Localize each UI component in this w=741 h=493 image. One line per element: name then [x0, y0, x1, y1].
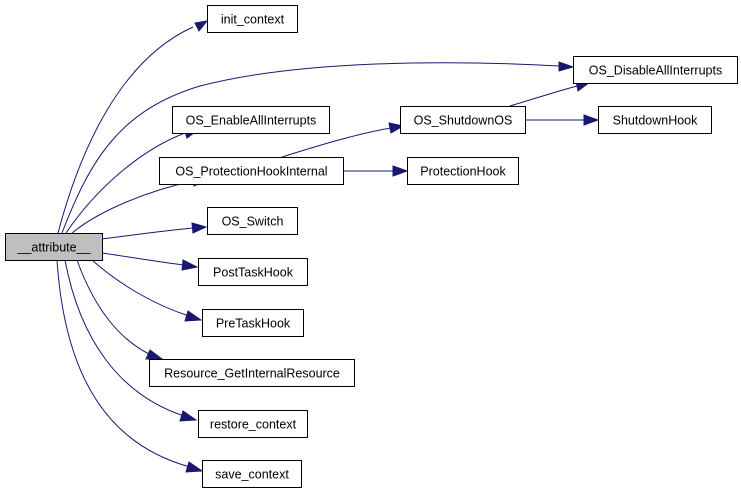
edge-attribute-to-pre-task-hook — [91, 259, 203, 322]
node-label: OS_DisableAllInterrupts — [589, 64, 722, 78]
node-label: OS_ShutdownOS — [414, 114, 513, 128]
edge-arrowhead — [388, 122, 405, 134]
edge-arrowhead — [179, 410, 198, 422]
edge-line — [91, 259, 190, 317]
call-graph-nodes: __attribute__ init_contextOS_DisableAllIn… — [5, 5, 738, 488]
node-post-task-hook[interactable]: PostTaskHook — [198, 258, 308, 286]
edge-attribute-to-os-switch — [101, 222, 208, 240]
node-init-context[interactable]: init_context — [207, 5, 298, 33]
edge-arrowhead — [392, 165, 409, 177]
call-graph-edges — [56, 20, 600, 473]
edge-line — [56, 259, 191, 468]
node-box — [207, 5, 298, 33]
edge-line — [281, 127, 392, 158]
edge-attribute-to-save-context — [56, 259, 204, 473]
node-os-protection-hook-internal[interactable]: OS_ProtectionHookInternal — [159, 157, 344, 185]
node-box — [172, 106, 330, 134]
node-os-switch[interactable]: OS_Switch — [207, 207, 298, 235]
edge-attribute-to-restore-context — [64, 259, 198, 422]
edge-arrowhead — [558, 61, 575, 72]
edge-line — [509, 85, 578, 107]
node-label: ShutdownHook — [613, 114, 699, 128]
node-save-context[interactable]: save_context — [202, 460, 302, 488]
edge-line — [101, 252, 185, 266]
edge-line — [57, 26, 194, 234]
node-label: save_context — [215, 468, 289, 482]
node-pre-task-hook[interactable]: PreTaskHook — [202, 309, 304, 337]
edge-line — [61, 62, 560, 234]
node-label: OS_Switch — [222, 215, 284, 229]
edge-arrowhead — [194, 20, 209, 32]
node-protection-hook[interactable]: ProtectionHook — [407, 157, 519, 185]
node-box — [198, 258, 308, 286]
edge-line — [65, 132, 186, 234]
node-box — [207, 207, 298, 235]
edge-line — [76, 259, 152, 356]
edge-arrowhead — [145, 349, 164, 360]
edge-os-protection-hook-internal-to-os-shutdown-os — [281, 122, 405, 158]
edge-line — [64, 259, 185, 417]
node-shutdown-hook[interactable]: ShutdownHook — [598, 106, 712, 134]
node-label: init_context — [221, 13, 285, 27]
edge-arrowhead — [583, 114, 600, 126]
node-label: OS_EnableAllInterrupts — [186, 114, 317, 128]
node-restore-context[interactable]: restore_context — [198, 410, 308, 438]
node-box — [159, 157, 344, 185]
node-box — [5, 233, 103, 261]
node-box — [400, 106, 526, 134]
edge-os-shutdown-os-to-shutdown-hook — [525, 114, 600, 126]
node-box — [598, 106, 712, 134]
node-os-enable-all-interrupts[interactable]: OS_EnableAllInterrupts — [172, 106, 330, 134]
edge-attribute-to-init-context — [57, 20, 209, 234]
node-os-shutdown-os[interactable]: OS_ShutdownOS — [400, 106, 526, 134]
node-box — [202, 460, 302, 488]
node-box — [202, 309, 304, 337]
node-box — [198, 410, 308, 438]
node-label: Resource_GetInternalResource — [164, 367, 340, 381]
edge-line — [71, 180, 195, 234]
node-os-disable-all-interrupts[interactable]: OS_DisableAllInterrupts — [573, 56, 738, 84]
node-label: ProtectionHook — [420, 165, 506, 179]
edge-attribute-to-os-disable-all-interrupts — [61, 61, 575, 234]
node-label: __attribute__ — [17, 241, 92, 255]
node-attribute[interactable]: __attribute__ — [5, 233, 103, 261]
node-label: PostTaskHook — [213, 266, 294, 280]
edge-os-protection-hook-internal-to-protection-hook — [343, 165, 409, 177]
node-box — [573, 56, 738, 84]
edge-attribute-to-post-task-hook — [101, 252, 199, 271]
edge-line — [101, 227, 194, 240]
node-box — [407, 157, 519, 185]
edge-arrowhead — [191, 222, 208, 234]
node-resource-get-internal-resource[interactable]: Resource_GetInternalResource — [149, 359, 355, 387]
node-label: restore_context — [210, 418, 297, 432]
node-label: PreTaskHook — [216, 317, 291, 331]
node-box — [149, 359, 355, 387]
node-label: OS_ProtectionHookInternal — [175, 165, 327, 179]
edge-arrowhead — [181, 259, 199, 271]
edge-arrowhead — [185, 461, 204, 473]
edge-arrowhead — [184, 310, 203, 322]
edge-os-shutdown-os-to-os-disable-all-interrupts — [509, 80, 592, 107]
edge-attribute-to-resource-get-internal-resource — [76, 259, 164, 360]
